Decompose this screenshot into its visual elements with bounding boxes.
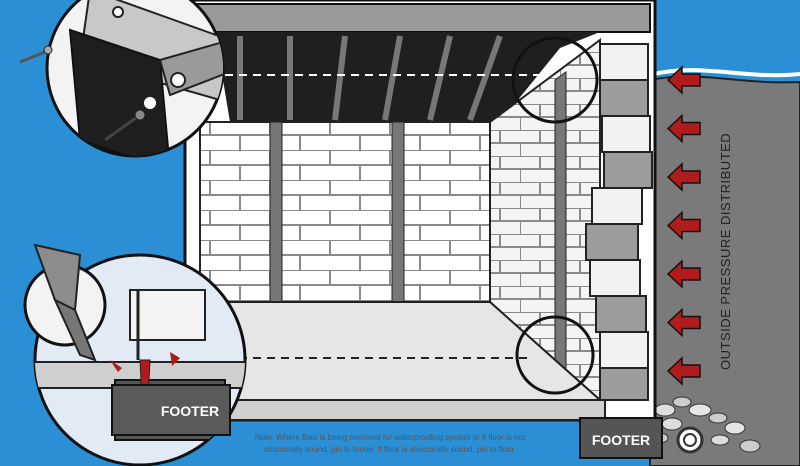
pin-detail: FOOTER [23, 243, 247, 466]
footer-left-label: FOOTER [161, 403, 219, 419]
note-line-2: structurally sound, pin to footer. If fl… [264, 445, 516, 454]
footer-left [111, 384, 231, 436]
pressure-arrow [666, 65, 701, 95]
zoom-circle-bottom [515, 315, 595, 395]
pressure-arrows [666, 65, 701, 386]
pressure-arrow [666, 356, 701, 386]
outer-blocks [585, 43, 653, 401]
pressure-arrow [666, 162, 701, 192]
bracket-detail [19, 0, 225, 158]
note-line-1: Note: Where floor is being removed for w… [255, 433, 526, 442]
floor-slab [194, 399, 606, 421]
footer-right [579, 417, 663, 459]
wall-brace [269, 121, 283, 303]
ceiling-joists [215, 32, 600, 122]
zoom-circle-top [511, 36, 599, 124]
ceiling-beam [189, 3, 651, 33]
joists [237, 34, 503, 122]
pressure-arrow [666, 210, 701, 241]
wall-brace-right [554, 71, 567, 372]
pressure-arrow [666, 259, 701, 289]
soil-edge [649, 68, 800, 78]
pressure-arrow [666, 113, 701, 144]
side-label: OUTSIDE PRESSURE DISTRIBUTED [718, 133, 733, 370]
footer-right-label: FOOTER [592, 432, 650, 448]
wall-brace [391, 121, 405, 303]
back-wall [199, 121, 491, 303]
pressure-arrow [666, 307, 701, 338]
screw-icon [19, 50, 46, 64]
